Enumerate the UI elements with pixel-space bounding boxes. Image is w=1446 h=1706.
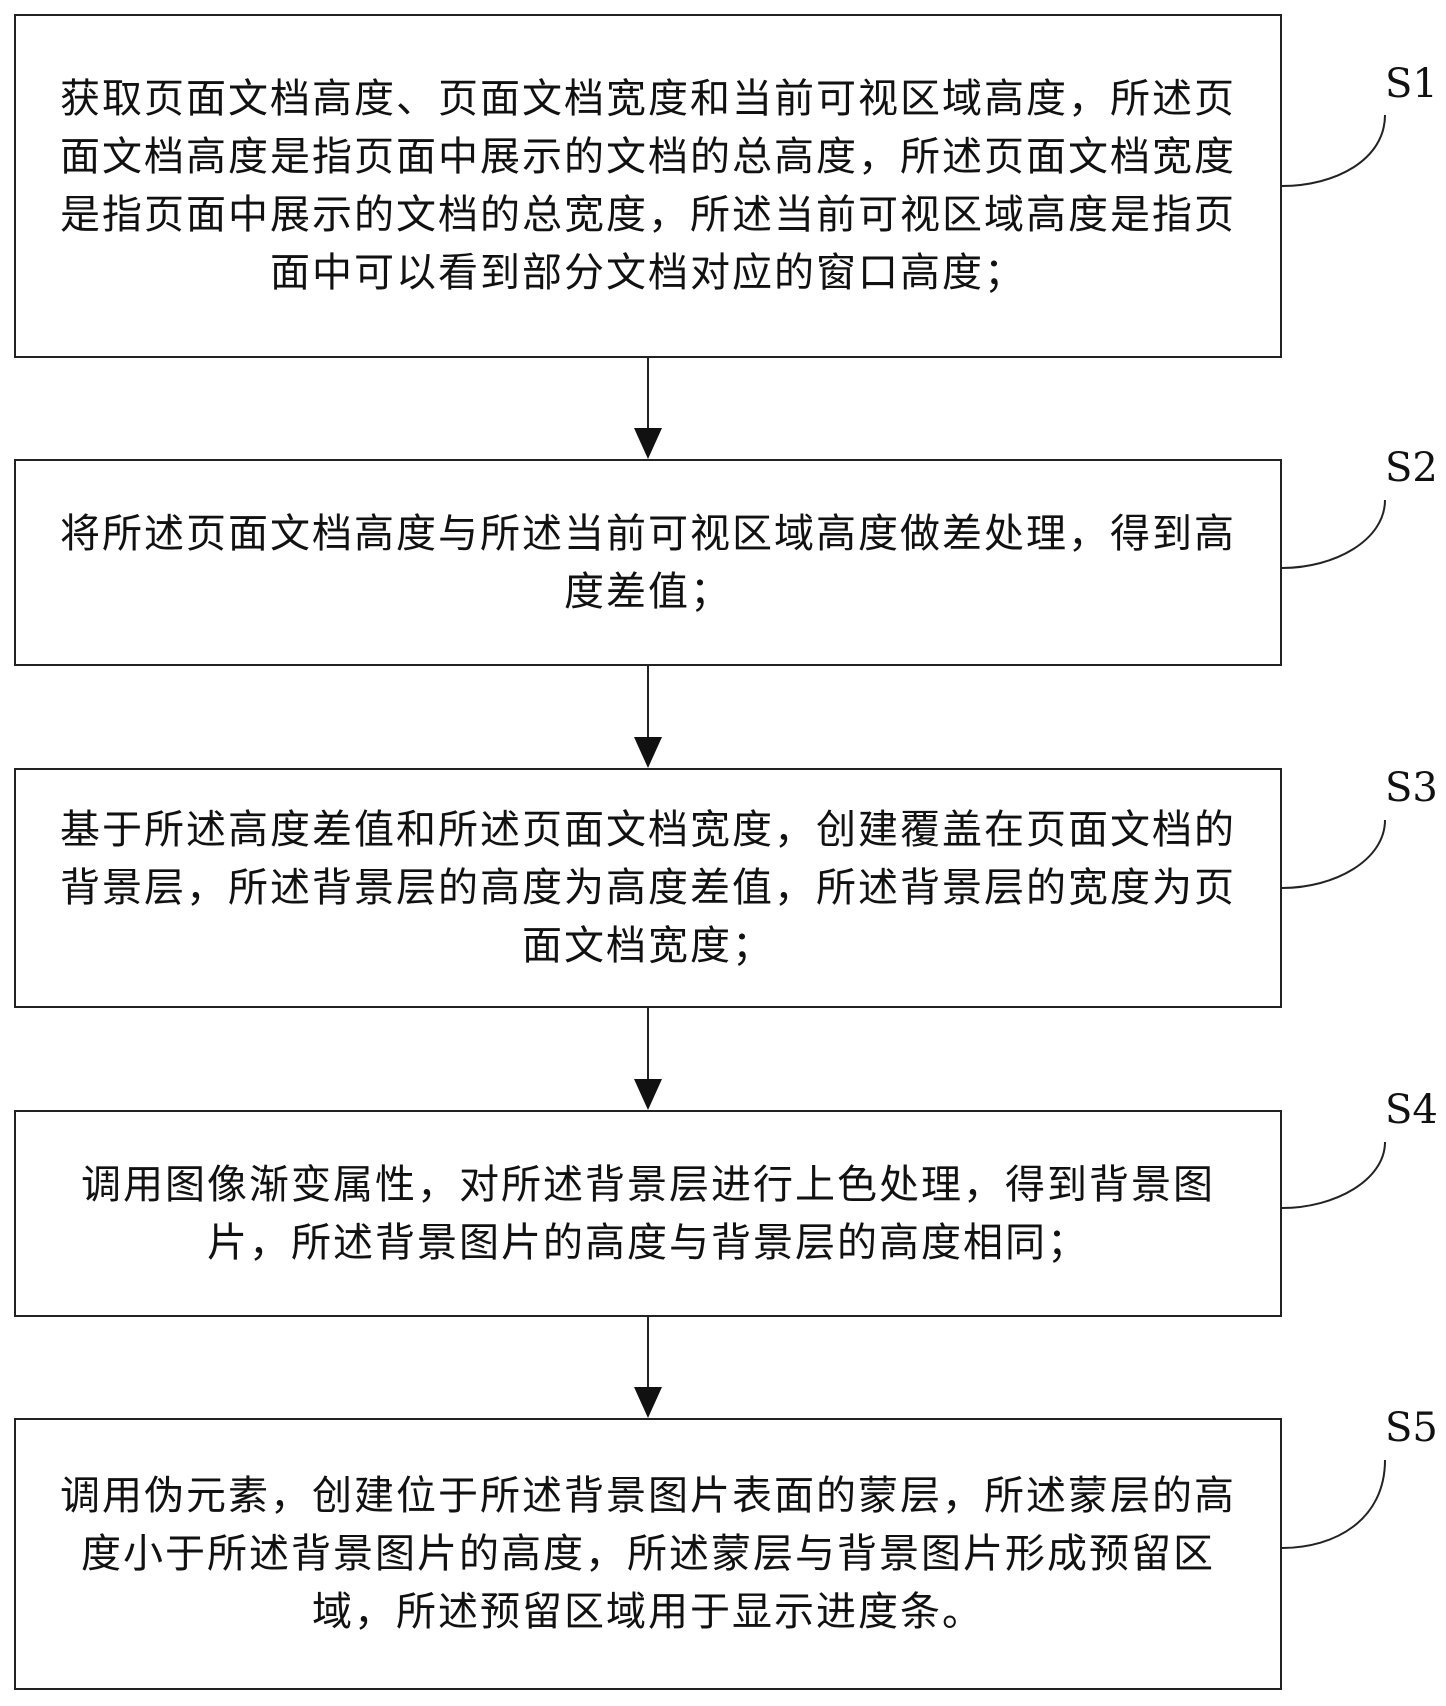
step-label-s2: S2 (1385, 445, 1438, 491)
step-label-s4: S4 (1385, 1087, 1438, 1133)
step-box-s5: 调用伪元素，创建位于所述背景图片表面的蒙层，所述蒙层的高度小于所述背景图片的高度… (14, 1418, 1282, 1690)
step-text-s3: 基于所述高度差值和所述页面文档宽度，创建覆盖在页面文档的背景层，所述背景层的高度… (60, 807, 1236, 969)
arrowhead-s2 (634, 428, 662, 459)
step-label-s5: S5 (1385, 1405, 1438, 1451)
step-text-s2: 将所述页面文档高度与所述当前可视区域高度做差处理，得到高度差值； (60, 510, 1236, 615)
step-box-s4: 调用图像渐变属性，对所述背景层进行上色处理，得到背景图片，所述背景图片的高度与背… (14, 1110, 1282, 1317)
step-box-s2: 将所述页面文档高度与所述当前可视区域高度做差处理，得到高度差值； (14, 459, 1282, 666)
leader-curve-s5 (1281, 1459, 1386, 1549)
step-text-s1: 获取页面文档高度、页面文档宽度和当前可视区域高度，所述页面文档高度是指页面中展示… (60, 76, 1236, 296)
arrowhead-s3 (634, 737, 662, 768)
leader-curve-s2 (1281, 499, 1386, 569)
step-text-s5: 调用伪元素，创建位于所述背景图片表面的蒙层，所述蒙层的高度小于所述背景图片的高度… (60, 1473, 1236, 1635)
step-label-s1: S1 (1385, 61, 1438, 107)
step-label-s3: S3 (1385, 765, 1438, 811)
step-box-s1: 获取页面文档高度、页面文档宽度和当前可视区域高度，所述页面文档高度是指页面中展示… (14, 14, 1282, 358)
leader-curve-s1 (1281, 114, 1386, 187)
arrowhead-s4 (634, 1079, 662, 1110)
leader-curve-s3 (1281, 819, 1386, 889)
leader-curve-s4 (1281, 1141, 1386, 1209)
step-text-s4: 调用图像渐变属性，对所述背景层进行上色处理，得到背景图片，所述背景图片的高度与背… (81, 1161, 1215, 1266)
step-box-s3: 基于所述高度差值和所述页面文档宽度，创建覆盖在页面文档的背景层，所述背景层的高度… (14, 768, 1282, 1008)
arrowhead-s5 (634, 1387, 662, 1418)
